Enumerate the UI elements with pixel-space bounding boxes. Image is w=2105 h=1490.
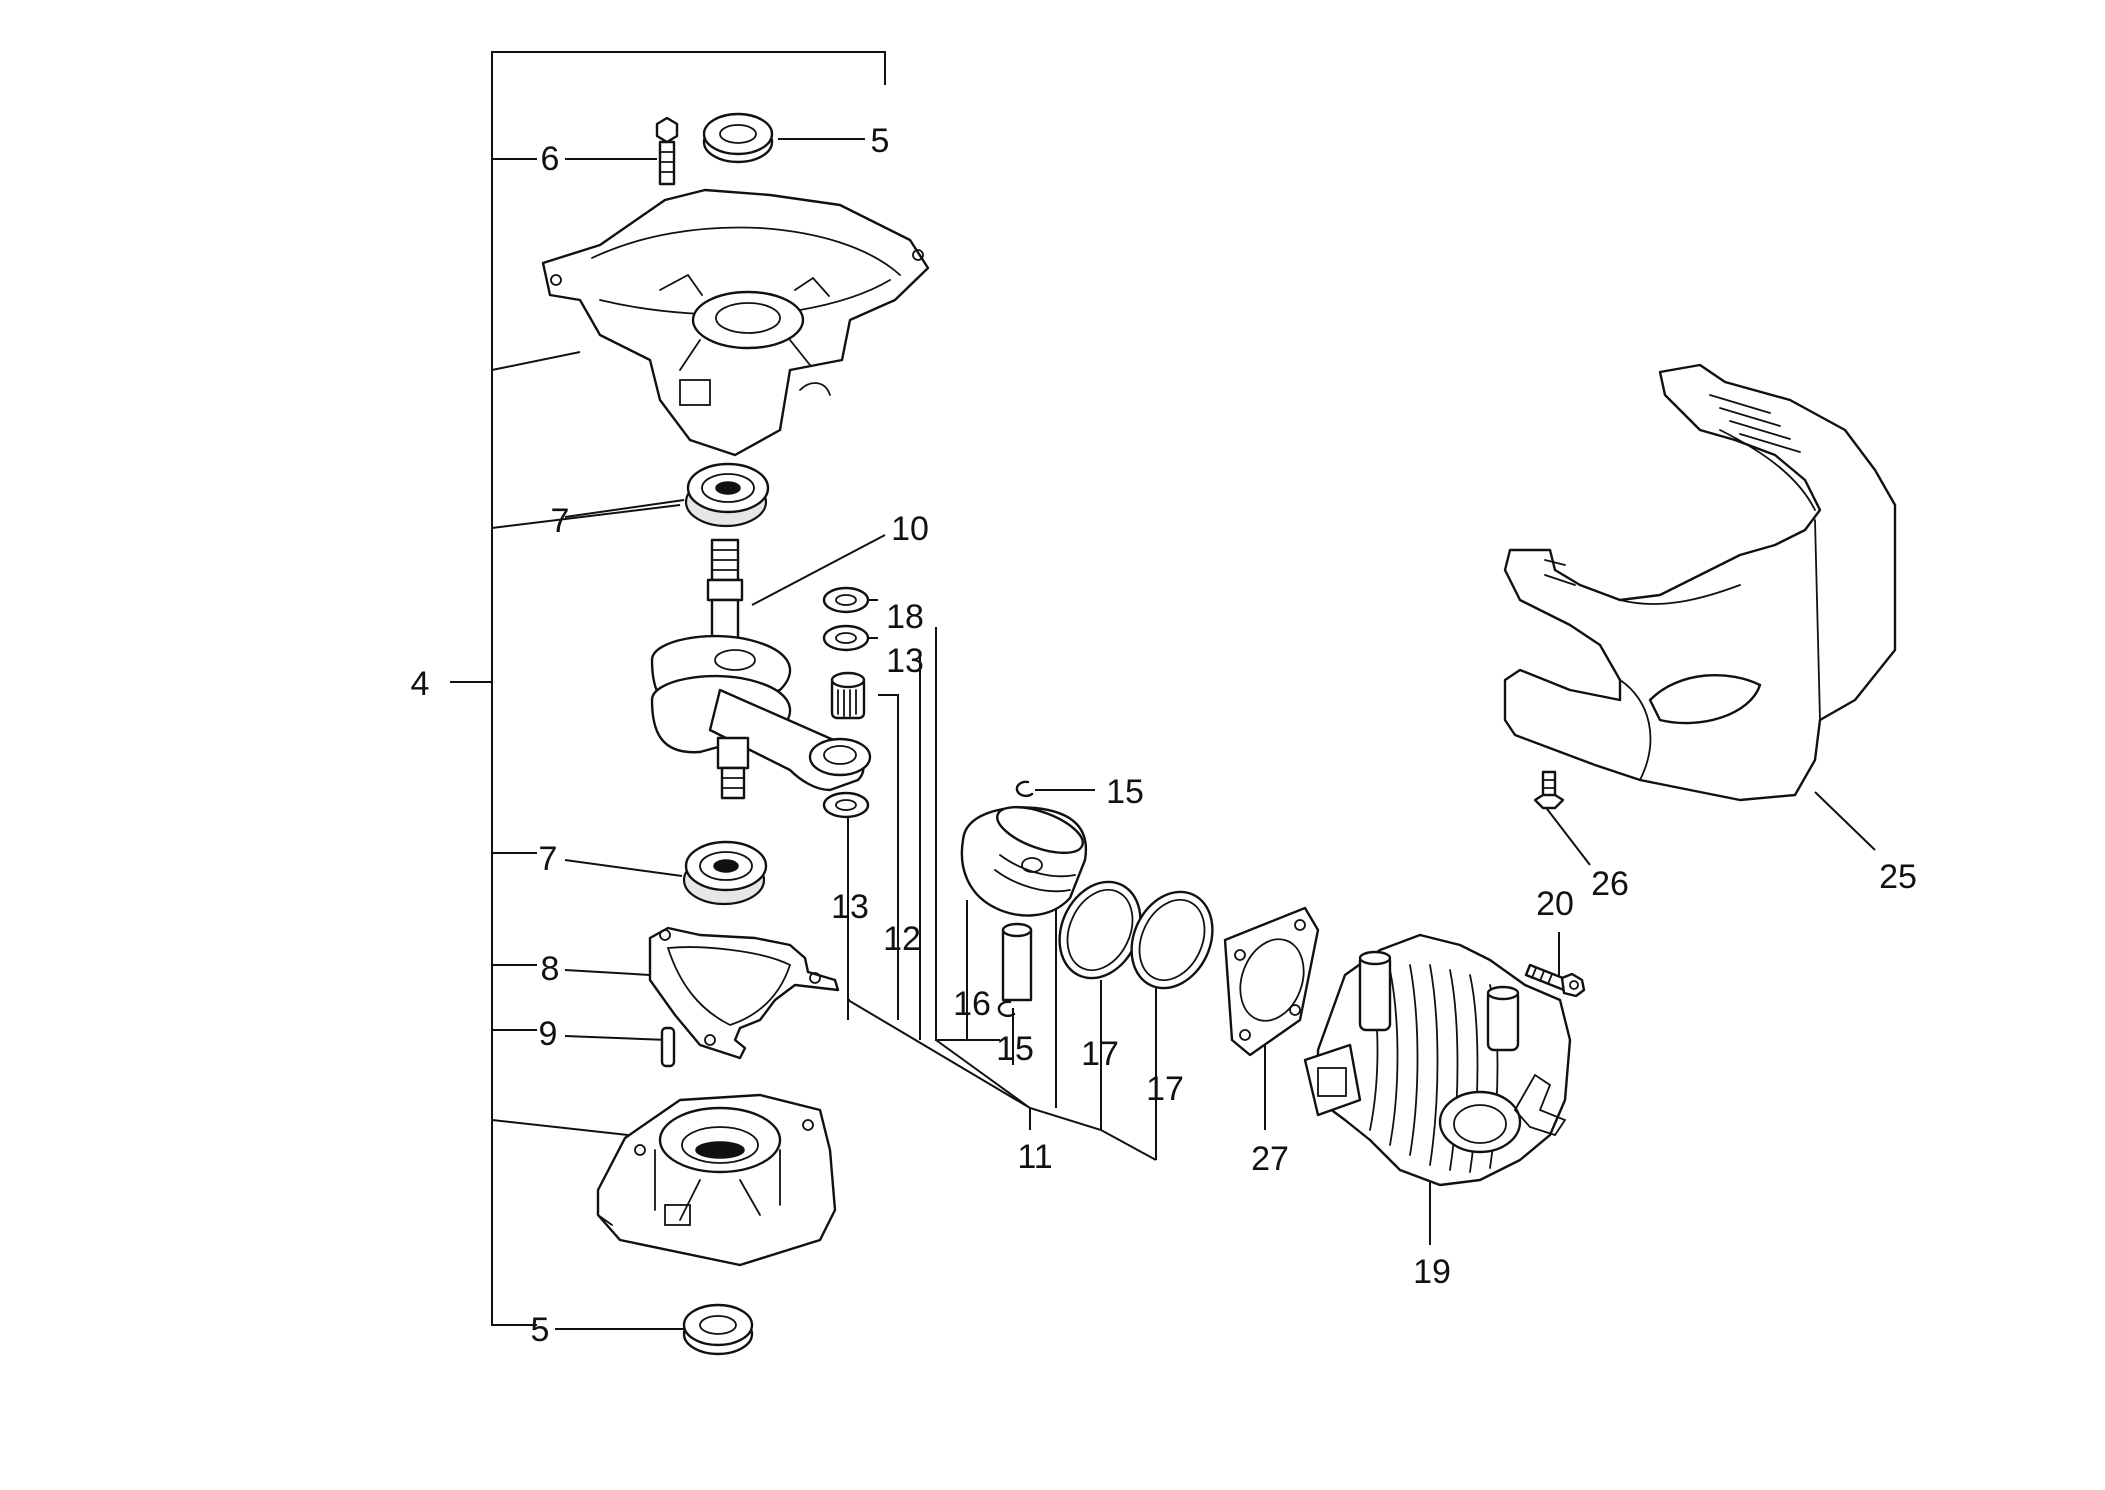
label-12: 12 xyxy=(883,920,921,958)
screw-icon xyxy=(1533,770,1565,810)
bearing-lower-icon xyxy=(682,840,768,906)
piston-ring-icon xyxy=(1130,890,1214,990)
bolt-icon xyxy=(1524,963,1586,998)
label-8: 8 xyxy=(541,950,560,988)
washer-icon xyxy=(822,586,870,614)
assembly-bracket xyxy=(450,51,886,1326)
part-labels: 4 5 6 7 10 18 13 15 7 13 12 8 16 9 15 17… xyxy=(411,122,1917,1349)
label-25: 25 xyxy=(1879,858,1917,896)
gasket-icon xyxy=(1223,906,1320,1057)
label-17-right: 17 xyxy=(1146,1070,1184,1108)
cylinder-cover-icon xyxy=(1503,363,1897,802)
bolt-icon xyxy=(655,116,679,186)
cylinder-icon xyxy=(1303,933,1572,1187)
label-5-bottom: 5 xyxy=(531,1311,550,1349)
circlip-icon xyxy=(1015,780,1034,797)
label-27: 27 xyxy=(1251,1140,1289,1178)
needle-bearing-icon xyxy=(830,671,866,720)
label-20: 20 xyxy=(1536,885,1574,923)
crankcase-lower-icon xyxy=(596,1093,837,1267)
bearing-upper-icon xyxy=(684,462,770,528)
oil-seal-icon xyxy=(702,112,774,164)
piston-icon xyxy=(960,805,1088,917)
label-10: 10 xyxy=(891,510,929,548)
label-17-left: 17 xyxy=(1081,1035,1119,1073)
label-7-lower: 7 xyxy=(539,840,558,878)
circlip-icon xyxy=(997,1000,1016,1017)
label-15-lower: 15 xyxy=(996,1030,1034,1068)
label-4: 4 xyxy=(411,665,430,703)
crankcase-upper-icon xyxy=(541,188,930,457)
label-7-upper: 7 xyxy=(551,502,570,540)
label-18: 18 xyxy=(886,598,924,636)
washer-icon xyxy=(822,791,870,819)
label-11: 11 xyxy=(1017,1138,1052,1176)
dowel-pin-icon xyxy=(660,1026,676,1068)
label-16: 16 xyxy=(953,985,991,1023)
label-13-lower: 13 xyxy=(831,888,869,926)
label-15-upper: 15 xyxy=(1106,773,1144,811)
label-9: 9 xyxy=(539,1015,558,1053)
piston-pin-icon xyxy=(1001,922,1033,1002)
label-19: 19 xyxy=(1413,1253,1451,1291)
label-13-upper: 13 xyxy=(886,642,924,680)
crankshaft-icon xyxy=(650,538,872,800)
crankcase-gasket-icon xyxy=(648,926,840,1060)
washer-icon xyxy=(822,624,870,652)
label-6: 6 xyxy=(541,140,560,178)
oil-seal-icon xyxy=(682,1303,754,1356)
label-26: 26 xyxy=(1591,865,1629,903)
label-5-top: 5 xyxy=(871,122,890,160)
